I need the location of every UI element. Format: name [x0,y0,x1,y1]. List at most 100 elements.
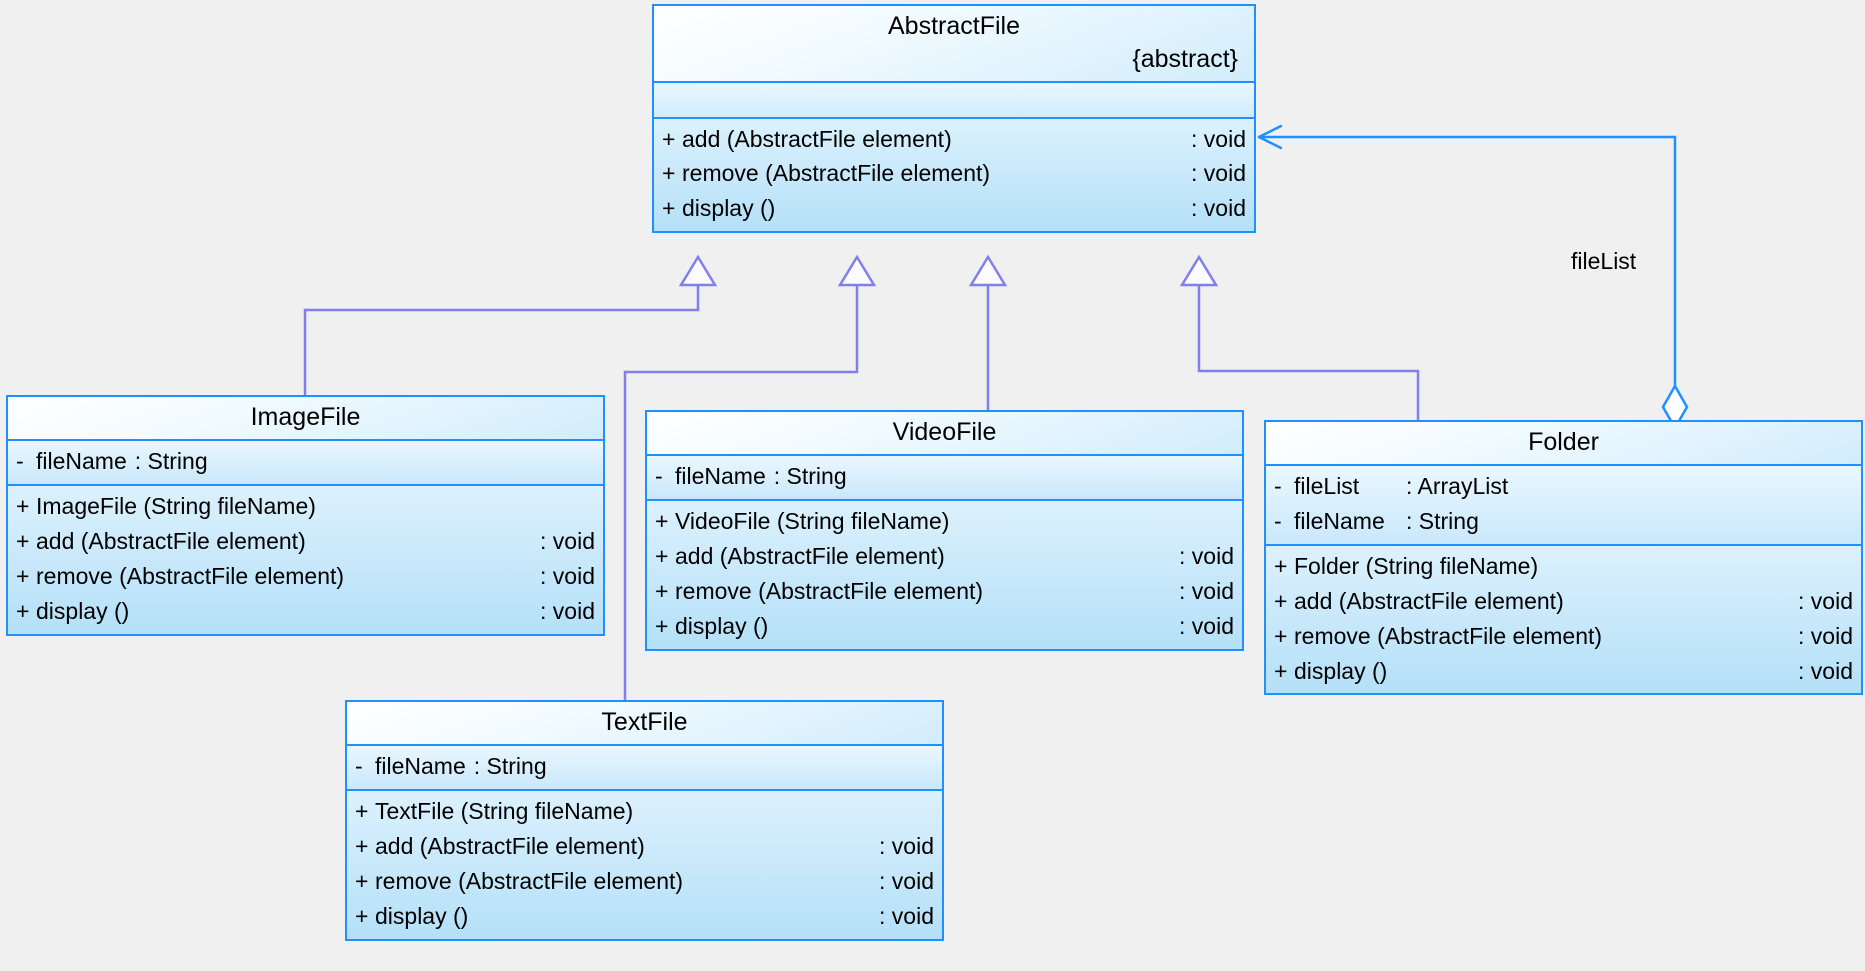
operation-signature: add (AbstractFile element) [675,542,945,569]
attribute-type: : String [473,752,547,779]
operation-signature: display () [36,597,130,624]
visibility-marker: + [1274,657,1288,684]
visibility-marker: + [1274,587,1288,614]
class-name-header-folder: Folder [1266,422,1861,464]
operation-return-type: : void [879,902,934,929]
operation-return-type: : void [879,867,934,894]
attributes-compartment-videofile: - fileName : String [647,455,1242,499]
attribute-name: fileList [1294,472,1360,499]
operation-row: + remove (AbstractFile element) : void [1266,619,1861,654]
generalization-imagefile [303,254,718,395]
compartment-divider [8,438,603,441]
operation-row: + display () : void [1266,654,1861,689]
operation-signature: add (AbstractFile element) [375,832,645,859]
visibility-marker: + [16,527,30,554]
attribute-type: : ArrayList [1406,472,1509,499]
class-stereotype-abstract: {abstract} [1132,44,1238,73]
compartment-divider [647,498,1242,501]
operation-row: + VideoFile (String fileName) [647,504,1242,539]
class-name-header-videofile: VideoFile [647,412,1242,454]
operation-row: + remove (AbstractFile element) : void [647,574,1242,609]
class-box-videofile[interactable]: VideoFile - fileName : String + VideoFil… [645,410,1244,651]
operation-return-type: : void [1191,125,1246,152]
operations-compartment-textfile: + TextFile (String fileName) + add (Abst… [347,790,942,939]
operation-row: + display () : void [654,191,1254,226]
operation-signature: VideoFile (String fileName) [675,507,950,534]
operation-row: + remove (AbstractFile element) : void [8,559,603,594]
visibility-marker: + [662,160,676,187]
aggregation-filelist [1257,124,1689,431]
operation-signature: add (AbstractFile element) [682,125,952,152]
class-name-folder: Folder [1528,428,1599,456]
operation-return-type: : void [1798,622,1853,649]
visibility-marker: + [655,542,669,569]
visibility-marker: + [355,867,369,894]
operation-row: + add (AbstractFile element) : void [654,122,1254,157]
operation-signature: remove (AbstractFile element) [1294,622,1603,649]
operations-compartment-abstractfile: + add (AbstractFile element) : void + re… [654,118,1254,232]
visibility-marker: - [1274,472,1282,499]
attributes-compartment-folder: - fileList : ArrayList - fileName : Stri… [1266,465,1861,544]
visibility-marker: + [1274,622,1288,649]
class-name-textfile: TextFile [601,708,688,736]
attribute-row: - fileList : ArrayList [1266,469,1861,504]
operation-return-type: : void [540,597,595,624]
operation-signature: add (AbstractFile element) [36,527,306,554]
compartment-divider [1266,463,1861,466]
class-box-folder[interactable]: Folder - fileList : ArrayList - fileName… [1264,420,1863,696]
attribute-row: - fileName : String [647,459,1242,494]
class-name-abstractfile: AbstractFile [888,12,1020,40]
attribute-type: : String [773,462,847,489]
attribute-name: fileName [375,752,466,779]
visibility-marker: + [662,195,676,222]
operation-return-type: : void [1179,542,1234,569]
attribute-row: - fileName : String [347,749,942,784]
operation-return-type: : void [540,562,595,589]
operation-return-type: : void [1798,657,1853,684]
class-name-imagefile: ImageFile [250,403,361,431]
operation-signature: TextFile (String fileName) [375,797,634,824]
class-name-header-abstractfile: AbstractFile {abstract} [654,6,1254,81]
operation-signature: ImageFile (String fileName) [36,492,316,519]
class-box-textfile[interactable]: TextFile - fileName : String + TextFile … [345,700,944,941]
compartment-divider [8,483,603,486]
operation-signature: remove (AbstractFile element) [675,577,984,604]
operation-return-type: : void [1191,160,1246,187]
operation-row: + add (AbstractFile element) : void [1266,584,1861,619]
class-name-header-imagefile: ImageFile [8,397,603,439]
operation-row: + ImageFile (String fileName) [8,489,603,524]
operation-signature: display () [375,902,469,929]
attribute-type: : String [1406,507,1479,534]
operation-signature: display () [682,195,776,222]
aggregation-label-filelist: fileList [1571,248,1637,274]
operation-signature: Folder (String fileName) [1294,552,1539,579]
attributes-compartment-imagefile: - fileName : String [8,440,603,484]
operation-row: + remove (AbstractFile element) : void [654,156,1254,191]
operation-row: + display () : void [647,609,1242,644]
visibility-marker: + [655,612,669,639]
class-name-header-textfile: TextFile [347,702,942,744]
operation-return-type: : void [1191,195,1246,222]
class-box-imagefile[interactable]: ImageFile - fileName : String + ImageFil… [6,395,605,636]
visibility-marker: + [16,562,30,589]
operation-signature: add (AbstractFile element) [1294,587,1564,614]
attribute-row: - fileName : String [8,444,603,479]
visibility-marker: + [16,492,30,519]
generalization-folder [1179,254,1420,420]
class-box-abstractfile[interactable]: AbstractFile {abstract} + add (AbstractF… [652,4,1256,234]
operation-row: + add (AbstractFile element) : void [8,524,603,559]
visibility-marker: - [355,752,363,779]
operation-signature: remove (AbstractFile element) [682,160,991,187]
operations-compartment-imagefile: + ImageFile (String fileName) + add (Abs… [8,485,603,634]
attribute-type: : String [134,447,208,474]
operation-row: + display () : void [347,899,942,934]
visibility-marker: + [662,125,676,152]
compartment-divider [347,788,942,791]
operation-row: + remove (AbstractFile element) : void [347,864,942,899]
attribute-name: fileName [36,447,127,474]
visibility-marker: + [355,797,369,824]
operation-signature: display () [675,612,769,639]
attribute-row: - fileName : String [1266,504,1861,539]
operation-return-type: : void [540,527,595,554]
